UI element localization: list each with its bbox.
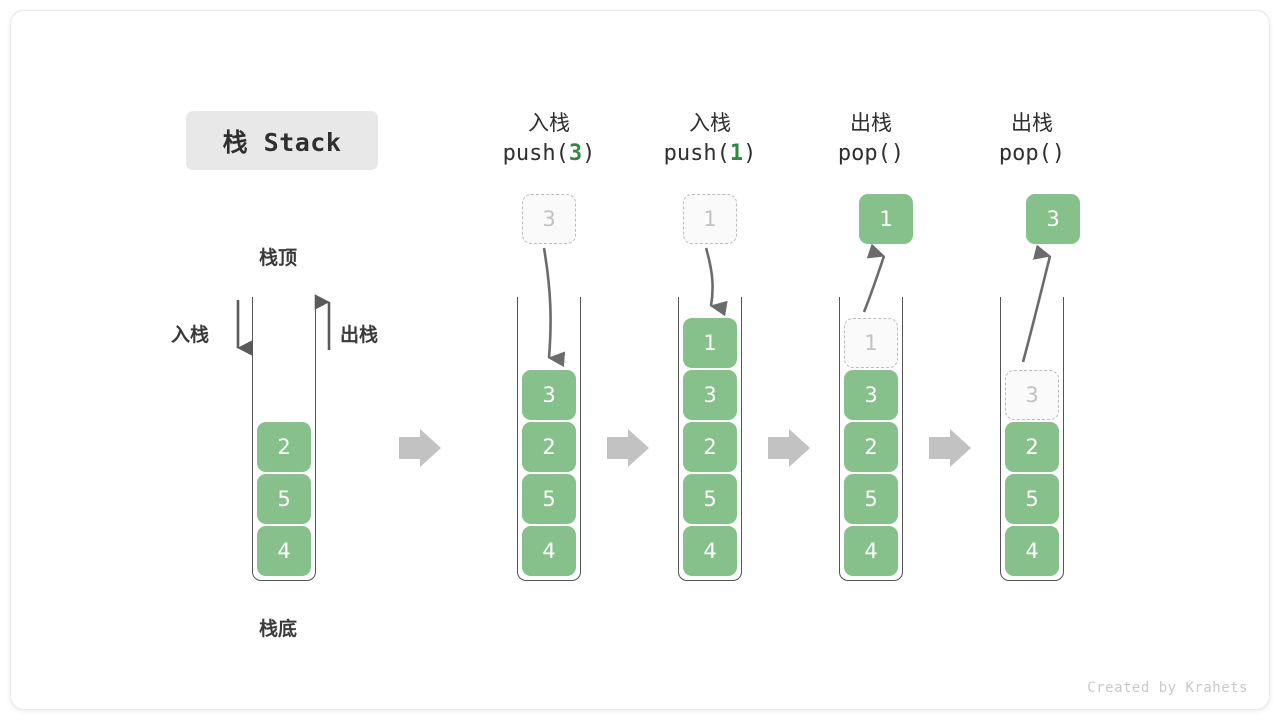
stack-item: 4 (683, 526, 737, 576)
code-suffix: ) (1051, 141, 1066, 167)
stack-item: 2 (522, 422, 576, 472)
stack-item: 4 (522, 526, 576, 576)
column-header-cn: 入栈 (528, 111, 570, 135)
stack-item: 4 (1005, 526, 1059, 576)
stack-item: 5 (1005, 474, 1059, 524)
page-title: 栈 Stack (186, 111, 378, 170)
column-header-code: push(1) (630, 138, 790, 170)
stack-item: 2 (1005, 422, 1059, 472)
column-header-code: pop() (791, 138, 951, 170)
column-header-pop-1: 出栈 pop() (791, 108, 951, 170)
stack-after-pop-3: 3 2 5 4 (1000, 297, 1064, 581)
stack-item: 4 (844, 526, 898, 576)
stack-item: 1 (683, 318, 737, 368)
stack-container-walls (252, 297, 316, 581)
column-header-push-1: 入栈 push(1) (630, 108, 790, 170)
stack-item: 2 (257, 422, 311, 472)
stack-container-walls (1000, 297, 1064, 581)
column-header-code: pop() (952, 138, 1112, 170)
code-prefix: push( (663, 141, 730, 167)
stack-item: 3 (844, 370, 898, 420)
column-header-cn: 出栈 (1011, 111, 1053, 135)
column-header-push-3: 入栈 push(3) (469, 108, 629, 170)
column-header-pop-3: 出栈 pop() (952, 108, 1112, 170)
stack-container-walls (839, 297, 903, 581)
code-suffix: ) (890, 141, 905, 167)
stack-container-walls (517, 297, 581, 581)
code-prefix: pop( (837, 141, 891, 167)
stack-item: 5 (257, 474, 311, 524)
stack-top-label: 栈顶 (259, 247, 298, 269)
stack-item: 2 (683, 422, 737, 472)
column-header-cn: 入栈 (689, 111, 731, 135)
incoming-value-box-3: 3 (522, 194, 576, 244)
stack-after-push-1: 1 3 2 5 4 (678, 297, 742, 581)
stack-after-pop-1: 1 3 2 5 4 (839, 297, 903, 581)
incoming-value-box-1: 1 (683, 194, 737, 244)
stack-item: 4 (257, 526, 311, 576)
stack-initial: 2 5 4 (252, 297, 316, 581)
removed-item-placeholder: 1 (844, 318, 898, 368)
stack-item: 2 (844, 422, 898, 472)
stack-after-push-3: 3 2 5 4 (517, 297, 581, 581)
stack-item: 5 (683, 474, 737, 524)
column-header-cn: 出栈 (850, 111, 892, 135)
removed-item-placeholder: 3 (1005, 370, 1059, 420)
outgoing-value-box-1: 1 (859, 194, 913, 244)
outgoing-value-box-3: 3 (1026, 194, 1080, 244)
stack-item: 3 (522, 370, 576, 420)
code-prefix: push( (502, 141, 569, 167)
stack-item: 3 (683, 370, 737, 420)
stack-item: 5 (844, 474, 898, 524)
stack-bottom-label: 栈底 (259, 618, 298, 640)
code-prefix: pop( (998, 141, 1052, 167)
column-header-code: push(3) (469, 138, 629, 170)
push-direction-label: 入栈 (171, 324, 210, 346)
code-argument: 1 (729, 141, 744, 167)
code-argument: 3 (568, 141, 583, 167)
stack-container-walls (678, 297, 742, 581)
code-suffix: ) (743, 141, 757, 167)
credit-text: Created by Krahets (1087, 680, 1248, 696)
pop-direction-label: 出栈 (340, 324, 379, 346)
code-suffix: ) (582, 141, 596, 167)
stack-item: 5 (522, 474, 576, 524)
